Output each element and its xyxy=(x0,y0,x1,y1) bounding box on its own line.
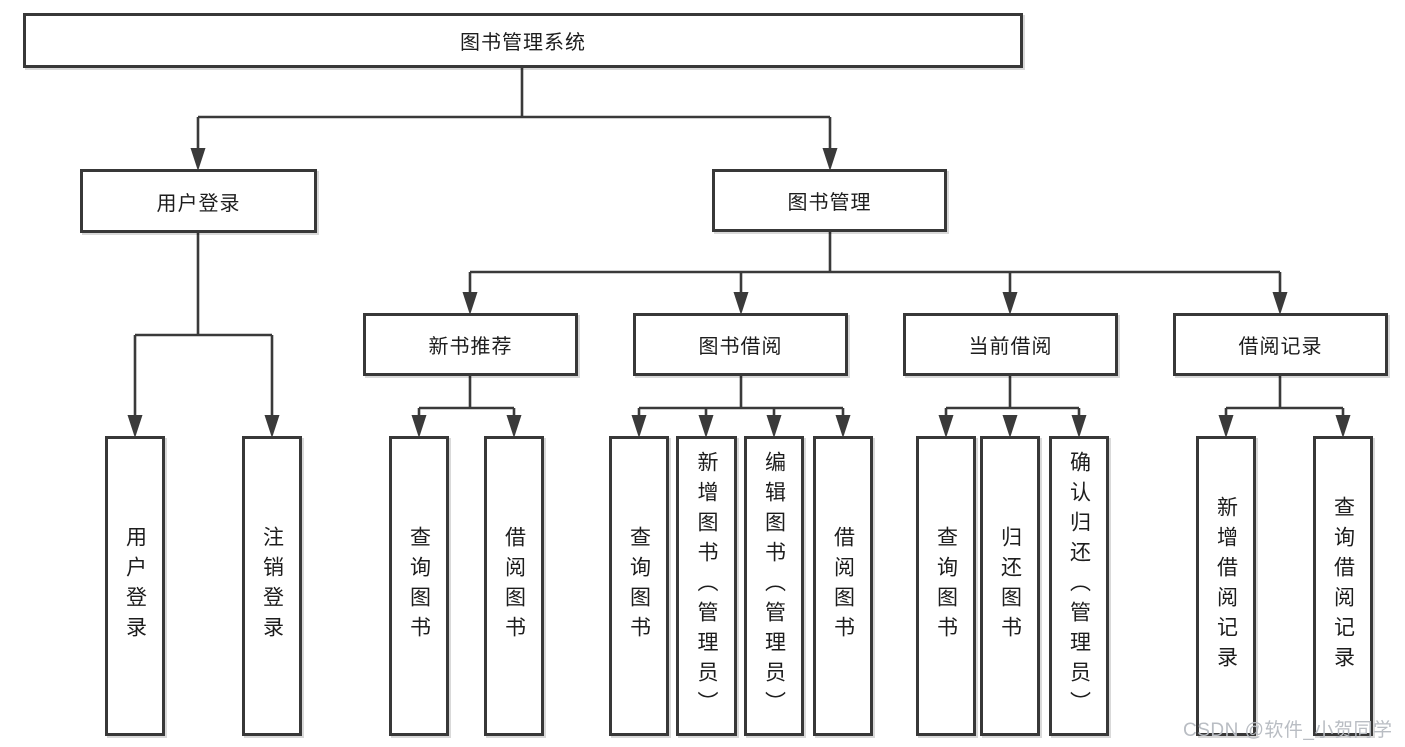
arrowhead-down-icon xyxy=(698,415,714,438)
node-label: 确认归还（管理员） xyxy=(1067,451,1091,721)
node-book-borrowing: 图书借阅 xyxy=(633,313,848,376)
arrowhead-down-icon xyxy=(835,415,851,438)
arrowhead-down-icon xyxy=(506,415,522,438)
arrowhead-down-icon xyxy=(264,415,280,438)
node-label: 查询图书 xyxy=(407,526,431,646)
arrowhead-down-icon xyxy=(411,415,427,438)
node-label: 编辑图书（管理员） xyxy=(762,451,786,721)
node-label: 注销登录 xyxy=(260,526,284,646)
leaf-borrow-book: 借阅图书 xyxy=(813,436,873,736)
arrowhead-down-icon xyxy=(1272,292,1288,315)
arrowhead-down-icon xyxy=(1218,415,1234,438)
leaf-user-login: 用户登录 xyxy=(105,436,165,736)
node-label: 归还图书 xyxy=(998,526,1022,646)
node-user-login: 用户登录 xyxy=(80,169,317,233)
node-label: 图书管理系统 xyxy=(460,32,586,54)
node-label: 用户登录 xyxy=(123,526,147,646)
leaf-query-book-recommend: 查询图书 xyxy=(389,436,449,736)
node-book-management: 图书管理 xyxy=(712,169,947,232)
node-label: 用户登录 xyxy=(156,192,241,215)
node-label: 当前借阅 xyxy=(968,336,1053,358)
node-label: 查询图书 xyxy=(934,526,958,646)
leaf-borrow-book-recommend: 借阅图书 xyxy=(484,436,544,736)
node-label: 查询借阅记录 xyxy=(1331,496,1355,676)
arrowhead-down-icon xyxy=(1071,415,1087,438)
leaf-query-book-current: 查询图书 xyxy=(916,436,976,736)
leaf-edit-book-admin: 编辑图书（管理员） xyxy=(744,436,804,736)
csdn-watermark: CSDN @软件_小贺同学 xyxy=(1183,720,1393,741)
arrowhead-down-icon xyxy=(631,415,647,438)
node-label: 借阅图书 xyxy=(502,526,526,646)
arrowhead-down-icon xyxy=(1002,292,1018,315)
node-label: 借阅图书 xyxy=(831,526,855,646)
leaf-logout: 注销登录 xyxy=(242,436,302,736)
leaf-return-book: 归还图书 xyxy=(980,436,1040,736)
node-root: 图书管理系统 xyxy=(23,13,1023,68)
arrowhead-down-icon xyxy=(462,292,478,315)
arrowhead-down-icon xyxy=(1002,415,1018,438)
leaf-confirm-return-admin: 确认归还（管理员） xyxy=(1049,436,1109,736)
node-label: 查询图书 xyxy=(627,526,651,646)
arrowhead-down-icon xyxy=(733,292,749,315)
node-label: 新增图书（管理员） xyxy=(695,451,718,721)
node-label: 图书借阅 xyxy=(698,336,783,358)
arrowhead-down-icon xyxy=(1335,415,1351,438)
leaf-add-borrow-record: 新增借阅记录 xyxy=(1196,436,1256,736)
node-borrowing-records: 借阅记录 xyxy=(1173,313,1388,376)
arrowhead-down-icon xyxy=(190,148,206,171)
node-label: 新书推荐 xyxy=(428,336,513,358)
node-current-borrowing: 当前借阅 xyxy=(903,313,1118,376)
node-label: 图书管理 xyxy=(787,192,872,214)
node-label: 新增借阅记录 xyxy=(1214,496,1238,676)
node-label: 借阅记录 xyxy=(1238,336,1323,358)
connector-lines xyxy=(133,68,1345,420)
leaf-add-book-admin: 新增图书（管理员） xyxy=(676,436,737,736)
node-new-book-recommend: 新书推荐 xyxy=(363,313,578,376)
leaf-query-book-borrow: 查询图书 xyxy=(609,436,669,736)
arrowhead-down-icon xyxy=(822,148,838,171)
arrowhead-down-icon xyxy=(938,415,954,438)
arrowhead-down-icon xyxy=(766,415,782,438)
arrowhead-down-icon xyxy=(127,415,143,438)
leaf-query-borrow-record: 查询借阅记录 xyxy=(1313,436,1373,736)
